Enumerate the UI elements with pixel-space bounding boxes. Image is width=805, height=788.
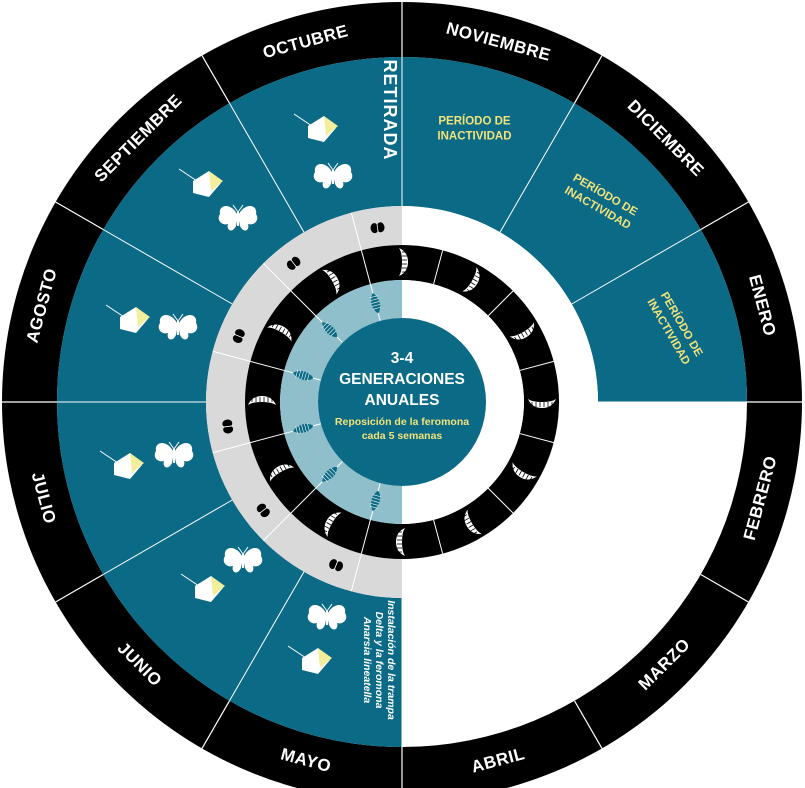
pupa-icon — [369, 490, 381, 512]
center-sub1: Reposición de la feromona — [335, 416, 469, 428]
egg-ring — [206, 206, 402, 598]
larva-icon — [396, 528, 405, 556]
installation-note-line1: Instalación de la trampa — [385, 600, 397, 720]
installation-note: Instalación de la trampa Delta y la fero… — [361, 600, 397, 720]
installation-note-line3: Anarsia lineatella — [361, 616, 373, 704]
delta-trap-icon — [105, 304, 150, 333]
larva-divider — [433, 250, 444, 285]
period-divider — [499, 102, 575, 233]
delta-trap-icon — [287, 645, 332, 674]
larva-divider — [519, 433, 554, 444]
center-line3: ANUALES — [365, 392, 440, 409]
month-divider — [573, 55, 603, 104]
delta-trap-icon — [99, 450, 144, 479]
moth-icon — [154, 441, 194, 468]
egg-icon — [222, 419, 234, 434]
period-divider — [229, 571, 305, 702]
larva-icon — [248, 396, 276, 405]
larva-divider — [487, 290, 514, 317]
egg-divider — [350, 553, 362, 592]
larva-icon — [267, 322, 293, 342]
delta-trap-icon — [180, 573, 225, 602]
center-line1: 3-4 — [391, 350, 414, 367]
pupa-icon — [292, 369, 314, 381]
pupa-icon — [321, 466, 338, 483]
pupa-icon — [321, 321, 338, 338]
egg-divider — [212, 350, 251, 362]
inactivity-line1: PERÍODO DE — [438, 115, 511, 128]
month-divider — [700, 201, 749, 231]
larva-icon — [269, 462, 295, 482]
pupa-ring — [280, 280, 402, 524]
moth-icon — [218, 204, 258, 231]
pupa-icon — [292, 423, 314, 435]
moth-icon — [313, 162, 353, 189]
period-divider — [102, 229, 233, 305]
larva-ring-right — [402, 245, 559, 559]
period-divider — [102, 499, 233, 575]
larva-divider — [250, 433, 285, 444]
month-divider — [201, 55, 231, 104]
pupa-icon — [369, 292, 381, 314]
larva-icon — [462, 509, 482, 535]
egg-divider — [263, 263, 292, 292]
icons-layer — [99, 113, 556, 674]
larva-divider — [290, 487, 317, 514]
delta-trap-icon — [293, 113, 338, 142]
center-disc — [318, 318, 486, 486]
moth-icon — [158, 313, 198, 340]
larva-divider — [433, 519, 444, 554]
egg-icon — [232, 329, 245, 344]
egg-divider — [263, 512, 292, 541]
egg-icon — [286, 256, 301, 270]
center-line2: GENERACIONES — [339, 371, 465, 388]
larva-divider — [250, 360, 285, 371]
egg-icon — [329, 559, 344, 572]
egg-icon — [256, 503, 270, 518]
larva-icon — [462, 267, 482, 293]
month-divider — [55, 201, 104, 231]
larva-icon — [528, 399, 556, 408]
egg-divider — [350, 212, 362, 251]
larva-icon — [322, 511, 342, 537]
period-divider — [571, 229, 702, 305]
center-sub2: cada 5 semanas — [362, 430, 443, 442]
egg-icon — [370, 222, 385, 234]
center-label: 3-4 GENERACIONES ANUALES Reposición de l… — [335, 350, 469, 442]
inactivity-line2: INACTIVIDAD — [437, 131, 511, 143]
inactivity-region — [402, 57, 747, 402]
moth-icon — [307, 603, 347, 630]
activity-region — [57, 57, 402, 747]
larva-icon — [399, 248, 408, 276]
larva-divider — [519, 360, 554, 371]
larva-divider — [360, 250, 371, 285]
larva-divider — [290, 290, 317, 317]
larva-divider — [360, 519, 371, 554]
installation-note-line2: Delta y la feromona — [373, 612, 385, 709]
month-divider — [201, 700, 231, 749]
larva-ring-left — [245, 245, 402, 559]
pupa-ring-empty — [402, 280, 524, 524]
moth-icon — [223, 546, 263, 573]
period-divider — [229, 102, 305, 233]
retirada-label: RETIRADA — [380, 60, 400, 161]
larva-icon — [511, 462, 537, 482]
month-divider — [700, 573, 749, 603]
rings-layer — [206, 206, 559, 598]
inactivity-label-noviembre: PERÍODO DE INACTIVIDAD — [437, 115, 511, 143]
larva-divider — [487, 487, 514, 514]
egg-divider — [212, 442, 251, 454]
larva-icon — [509, 322, 535, 342]
larva-icon — [322, 269, 342, 295]
month-divider — [55, 573, 104, 603]
month-divider — [573, 700, 603, 749]
delta-trap-icon — [178, 168, 223, 197]
